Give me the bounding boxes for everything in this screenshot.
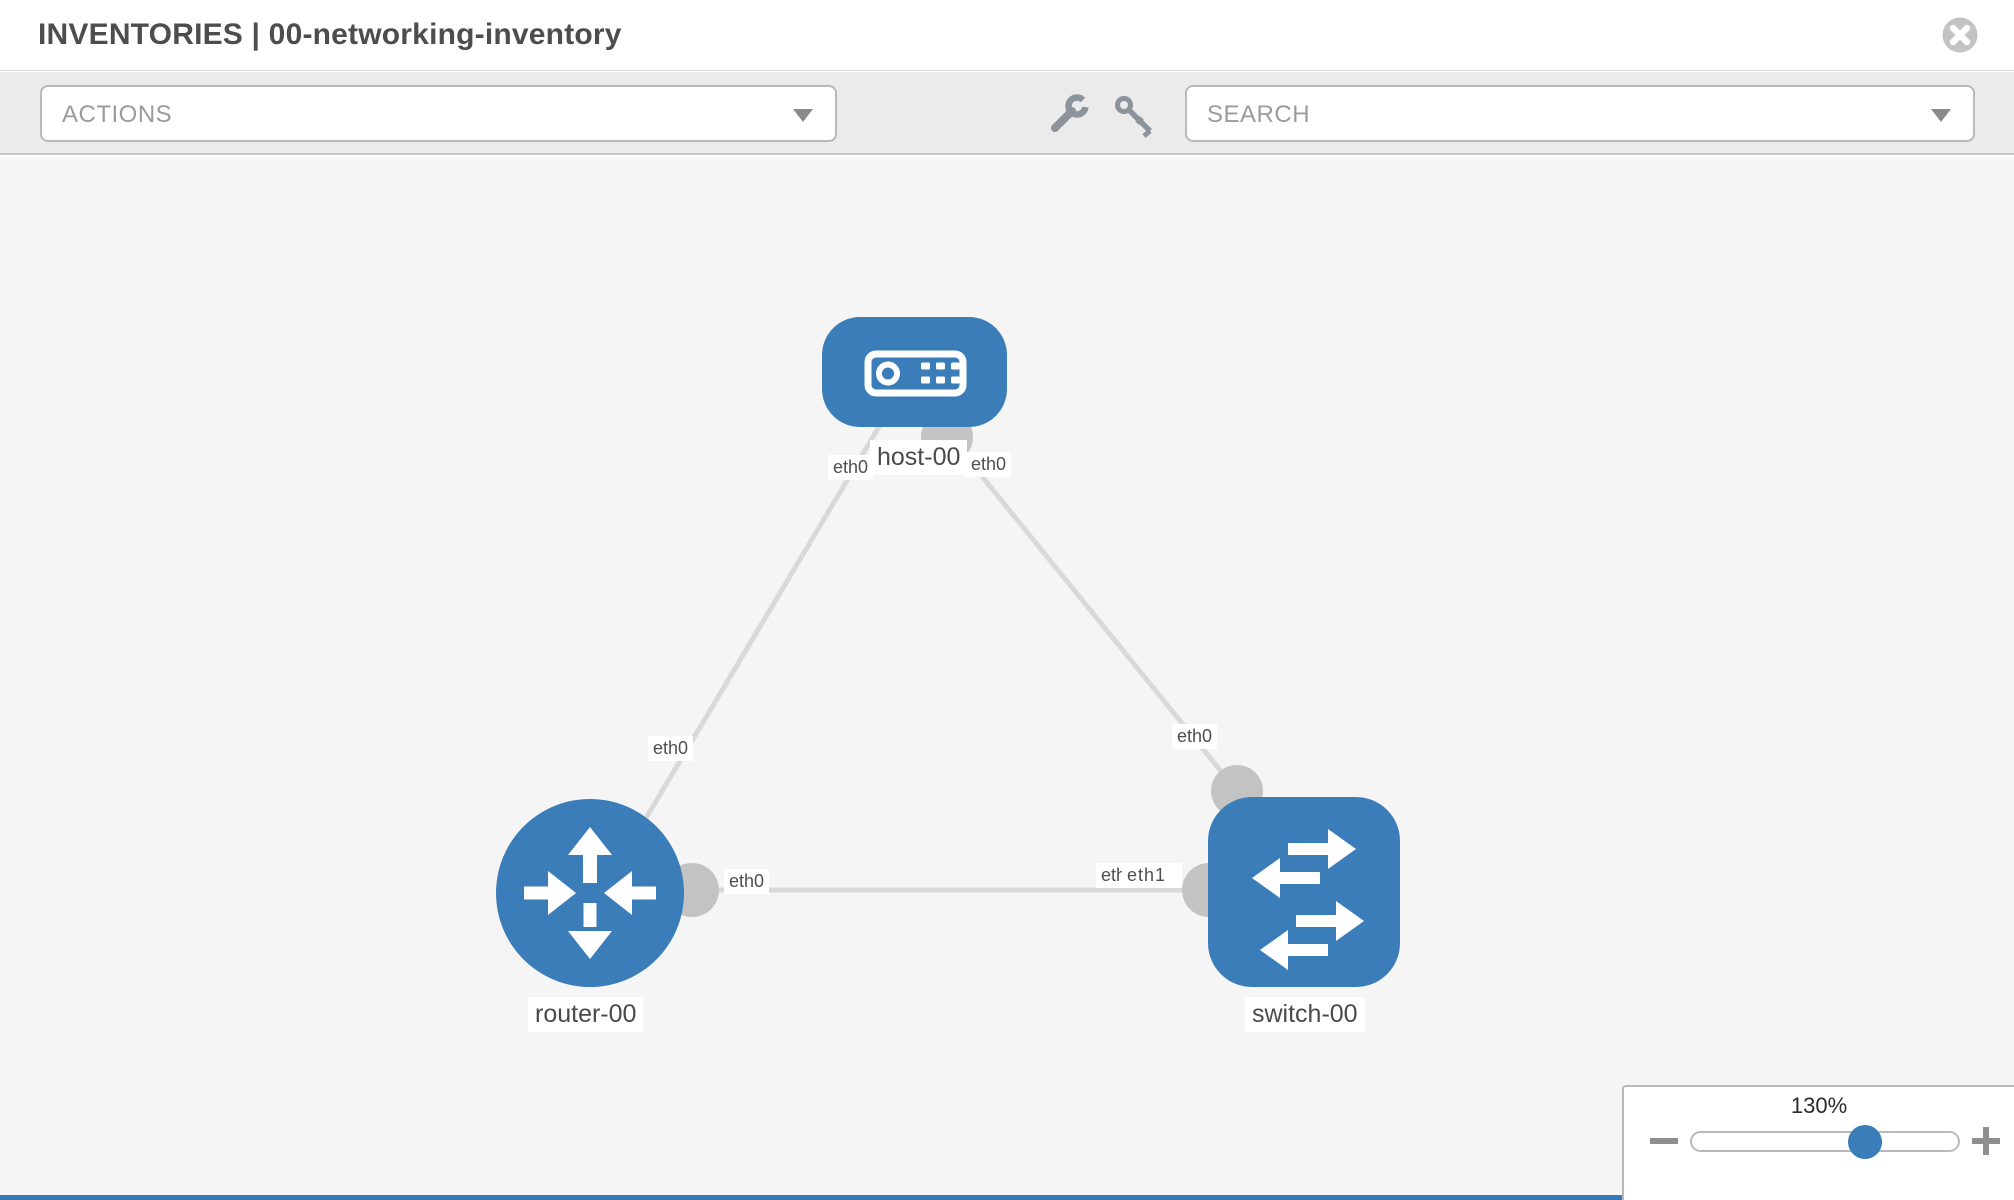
zoom-slider-track[interactable] [1690, 1125, 1960, 1159]
panel-header: INVENTORIES | 00-networking-inventory [0, 0, 2014, 71]
node-label-host: host-00 [870, 440, 968, 475]
iface-label-switch-eth1-left: eth1 [1122, 863, 1183, 888]
node-label-switch: switch-00 [1245, 997, 1365, 1032]
actions-dropdown[interactable]: ACTIONS [40, 85, 837, 142]
zoom-in-button[interactable] [1970, 1125, 2002, 1157]
switch-icon [1252, 829, 1364, 970]
close-button[interactable] [1942, 17, 1978, 53]
zoom-slider-thumb[interactable] [1848, 1125, 1882, 1159]
plus-icon [1970, 1125, 2002, 1157]
zoom-panel: 130% [1622, 1085, 2014, 1200]
actions-dropdown-label: ACTIONS [62, 101, 173, 128]
toolbar: ACTIONS SEARCH [0, 72, 2014, 155]
node-label-router: router-00 [528, 997, 644, 1032]
iface-label-switch-eth0-top: eth0 [1172, 724, 1218, 749]
key-icon [1115, 96, 1152, 138]
iface-label-router-eth0-top: eth0 [648, 736, 694, 761]
zoom-value: 130% [1790, 1093, 1848, 1118]
host-icon [864, 350, 967, 397]
node-host-00[interactable] [822, 317, 1007, 427]
node-router-00[interactable] [496, 799, 684, 987]
page-title: INVENTORIES | 00-networking-inventory [38, 18, 622, 51]
node-switch-00[interactable] [1208, 797, 1400, 987]
wrench-icon [1051, 92, 1092, 132]
router-icon [524, 827, 656, 959]
link-host-router [627, 423, 883, 847]
tools-button[interactable] [1046, 92, 1092, 138]
chevron-down-icon [793, 109, 813, 122]
credentials-button[interactable] [1112, 92, 1158, 138]
search-dropdown[interactable]: SEARCH [1185, 85, 1975, 142]
chevron-down-icon [1931, 109, 1951, 122]
iface-label-host-eth0-right: eth0 [966, 452, 1012, 477]
iface-label-router-eth0-right: eth0 [724, 869, 770, 894]
search-dropdown-label: SEARCH [1207, 101, 1311, 128]
minus-icon [1648, 1138, 1680, 1144]
footer-accent-bar [0, 1195, 1622, 1200]
close-icon [1942, 17, 1978, 53]
iface-label-host-eth0-left: eth0 [828, 455, 874, 480]
topology-canvas[interactable] [0, 157, 2014, 1200]
zoom-out-button[interactable] [1648, 1127, 1680, 1155]
